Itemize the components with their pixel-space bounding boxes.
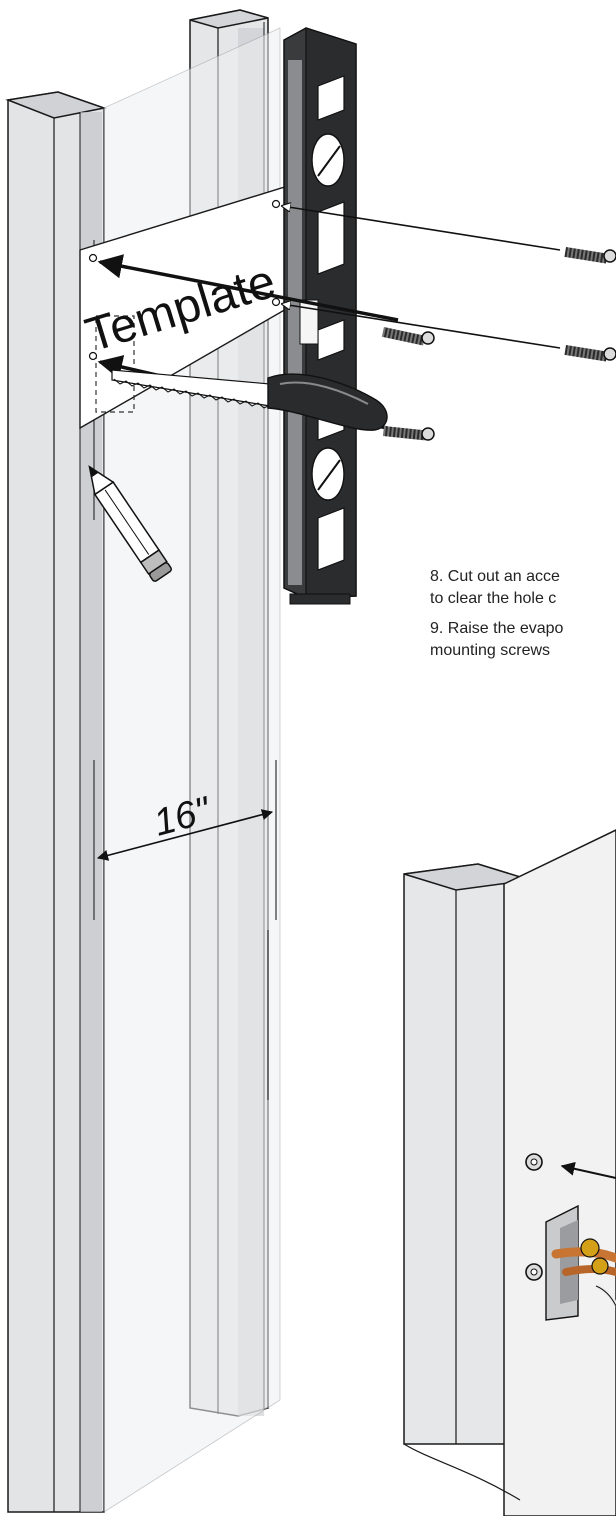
step-9-line-1: 9. Raise the evapo [430,620,564,637]
wall-detail [403,829,616,1516]
step-8-instruction: 8. Cut out an acce to clear the hole c [430,566,616,610]
template-hole [88,351,98,361]
screw-icon [564,345,616,362]
screw-icon [381,326,435,346]
mounting-screw [525,1153,543,1171]
template-sheet: Template [79,185,289,430]
template-hole [271,199,281,209]
saw-icon [111,369,388,431]
step-8-line-2: to clear the hole c [430,590,557,607]
screw-icon [382,426,435,441]
level-icon [283,27,357,605]
pencil-icon [88,465,172,582]
template-hole [271,297,281,307]
step-9-line-2: mounting screws [430,642,551,659]
arrow-icon [560,1161,616,1179]
mounting-screw [525,1263,543,1281]
step-9-instruction: 9. Raise the evapo mounting screws [430,618,616,662]
access-hole-outline [95,315,135,413]
front-stud [5,91,107,1513]
step-8-line-1: 8. Cut out an acce [430,568,560,585]
screw-icon [564,247,616,264]
refrigerant-lines [551,1238,616,1308]
template-hole [88,253,98,263]
access-hole [545,1204,579,1321]
